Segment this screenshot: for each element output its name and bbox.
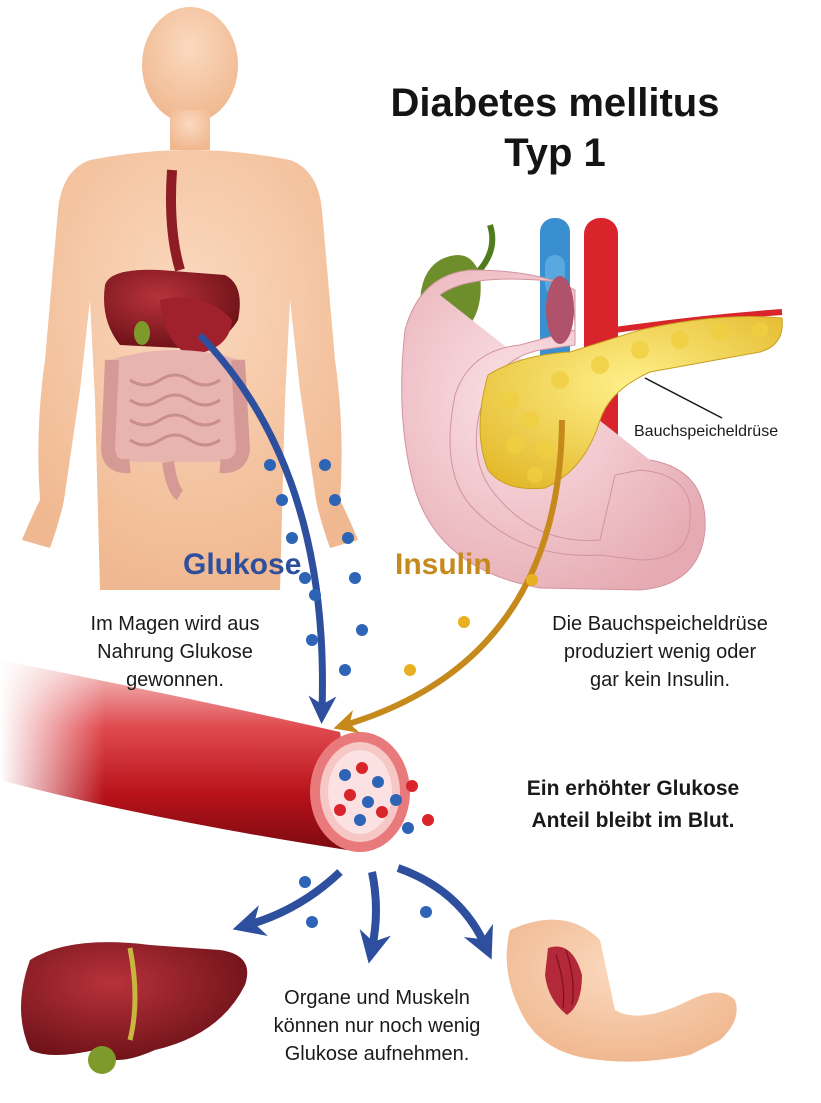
caption-pancreas: Die Bauchspeicheldrüse produziert wenig … [515,610,805,694]
caption-line: können nur noch wenig [273,1015,481,1037]
distribution-dots [299,876,432,928]
pancreas-label: Bauchspeicheldrüse [634,423,779,440]
liver [21,942,248,1074]
page-title: Diabetes mellitus Typ 1 [330,78,780,178]
glucose-dots [264,459,368,676]
insulin-label: Insulin [395,548,492,581]
pancreas-with-duodenum [401,218,783,591]
caption-line: Anteil bleibt im Blut. [531,809,735,832]
caption-line: Nahrung Glukose [97,641,253,663]
blood-vessel [0,640,410,870]
caption-line: Ein erhöhter Glukose [526,777,740,800]
caption-line: gewonnen. [126,669,224,691]
caption-line: Glukose aufnehmen. [284,1043,470,1065]
caption-line: Organe und Muskeln [284,987,470,1009]
caption-blood: Ein erhöhter Glukose Anteil bleibt im Bl… [468,773,798,837]
caption-line: gar kein Insulin. [589,669,731,691]
caption-organs: Organe und Muskeln können nur noch wenig… [232,984,522,1068]
caption-line: Im Magen wird aus [90,613,260,635]
title-line-1: Diabetes mellitus [390,81,720,125]
arm-muscle [506,919,737,1062]
blood-particles [334,762,434,834]
digestive-organs [100,169,251,501]
insulin-arrow [333,419,565,734]
glucose-arrow [197,332,337,724]
caption-stomach: Im Magen wird aus Nahrung Glukose gewonn… [60,610,290,694]
insulin-dots [404,574,538,676]
glukose-label: Glukose [183,548,302,581]
distribution-arrows [232,864,493,964]
caption-line: Die Bauchspeicheldrüse [552,613,768,635]
caption-line: produziert wenig oder [563,641,757,663]
title-line-2: Typ 1 [504,131,606,175]
